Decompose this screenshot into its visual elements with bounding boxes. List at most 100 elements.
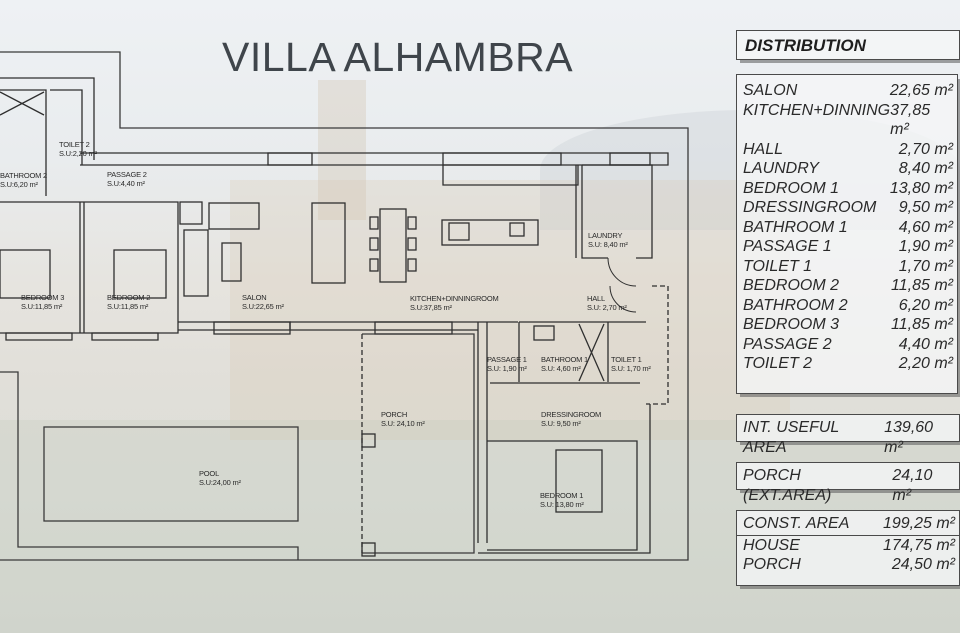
distribution-room-name: BEDROOM 3	[743, 316, 840, 333]
distribution-room-name: PASSAGE 2	[743, 335, 832, 353]
distribution-row: HALL 2,70 m²	[737, 140, 957, 160]
distribution-room-name: LAUNDRY	[743, 160, 819, 177]
coffee-table	[221, 242, 242, 282]
distribution-row: TOILET 1 1,70 m²	[737, 257, 957, 277]
distribution-room-name: TOILET 2	[743, 355, 813, 372]
porch-ext-box: PORCH (EXT.AREA) 24,10 m²	[736, 462, 960, 504]
wall-south-kitchen	[290, 321, 518, 331]
porch-value: 24,50 m²	[891, 556, 955, 573]
distribution-room-name: KITCHEN+DINNING	[743, 101, 891, 119]
house-row: HOUSE 174,75 m²	[737, 536, 959, 556]
kitchen-counter	[442, 165, 579, 186]
chair-5	[407, 237, 417, 251]
construction-box: CONST. AREA 199,25 m² HOUSE 174,75 m² PO…	[736, 510, 960, 586]
wall-bathroom2	[0, 77, 95, 196]
wall-dressing	[487, 440, 638, 551]
distribution-row: BEDROOM 2 11,85 m²	[737, 276, 957, 296]
distribution-row: BATHROOM 1 4,60 m²	[737, 218, 957, 238]
sofa-1	[179, 201, 203, 225]
const-area-row: CONST. AREA 199,25 m²	[737, 511, 959, 536]
distribution-room-area: 4,60 m²	[898, 218, 953, 236]
porch-column-2	[361, 542, 376, 557]
distribution-room-area: 11,85 m²	[891, 277, 953, 294]
porch-ext-value: 24,10 m²	[892, 467, 933, 504]
porch-column-1	[361, 433, 376, 448]
chair-4	[407, 216, 417, 230]
distribution-room-name: BEDROOM 2	[743, 277, 840, 294]
distribution-row: LAUNDRY 8,40 m²	[737, 159, 957, 179]
useful-area-value: 139,60 m²	[884, 419, 934, 456]
distribution-room-name: HALL	[743, 140, 784, 158]
porch-ext-label: PORCH (EXT.AREA)	[743, 467, 832, 504]
door-hall	[609, 285, 637, 313]
sideboard	[311, 202, 346, 284]
useful-area-label: INT. USEFUL AREA	[743, 419, 840, 456]
bed-bedroom3	[0, 249, 51, 299]
distribution-room-name: BATHROOM 1	[743, 218, 848, 236]
const-area-label: CONST. AREA	[743, 515, 850, 532]
distribution-room-name: DRESSINGROOM	[743, 199, 877, 216]
distribution-room-area: 2,70 m²	[898, 140, 953, 158]
wall-bedrooms	[0, 201, 179, 334]
distribution-row: TOILET 2 2,20 m²	[737, 354, 957, 374]
porch-label: PORCH	[743, 556, 801, 573]
dining-table	[379, 208, 407, 283]
terrain-left	[0, 371, 299, 560]
distribution-room-area: 4,40 m²	[898, 335, 953, 353]
wall-laundry	[575, 164, 653, 259]
door-laundry	[607, 257, 637, 287]
distribution-room-area: 8,40 m²	[898, 160, 953, 177]
kitchen-island	[441, 219, 539, 246]
wall-bedroom1-south	[478, 404, 651, 554]
pool	[43, 426, 299, 522]
floor-plan	[0, 51, 689, 561]
distribution-room-name: BEDROOM 1	[743, 179, 840, 197]
plot-boundary	[0, 51, 689, 561]
sofa-3	[183, 229, 209, 297]
window-bedroom2	[91, 332, 159, 341]
sink	[509, 222, 525, 237]
window-north-3	[609, 152, 651, 166]
wall-baths	[477, 321, 646, 543]
useful-area-row: INT. USEFUL AREA 139,60 m²	[737, 415, 959, 457]
distribution-room-area: 1,90 m²	[898, 238, 953, 255]
distribution-room-area: 6,20 m²	[898, 296, 953, 314]
window-kitchen	[374, 321, 453, 335]
chair-1	[369, 216, 379, 230]
bed-bedroom1	[555, 449, 603, 513]
sofa-2	[208, 202, 260, 230]
distribution-room-name: TOILET 1	[743, 257, 813, 275]
distribution-room-area: 9,50 m²	[898, 199, 953, 216]
house-value: 174,75 m²	[882, 536, 955, 554]
window-north-1	[267, 152, 313, 166]
distribution-heading: DISTRIBUTION	[745, 36, 866, 55]
wall-north	[80, 152, 669, 166]
distribution-room-name: SALON	[743, 82, 798, 99]
useful-area-box: INT. USEFUL AREA 139,60 m²	[736, 414, 960, 456]
porch-ext-row: PORCH (EXT.AREA) 24,10 m²	[737, 463, 959, 505]
distribution-room-area: 22,65 m²	[889, 82, 953, 99]
const-area-value: 199,25 m²	[882, 515, 955, 532]
distribution-room-area: 11,85 m²	[891, 316, 953, 333]
porch-row: PORCH 24,50 m²	[737, 555, 959, 575]
chair-3	[369, 258, 379, 272]
wall-hall	[646, 285, 669, 405]
distribution-room-area: 2,20 m²	[898, 355, 953, 372]
house-label: HOUSE	[743, 536, 800, 554]
distribution-row: DRESSINGROOM 9,50 m²	[737, 198, 957, 218]
distribution-room-area: 1,70 m²	[898, 257, 953, 275]
